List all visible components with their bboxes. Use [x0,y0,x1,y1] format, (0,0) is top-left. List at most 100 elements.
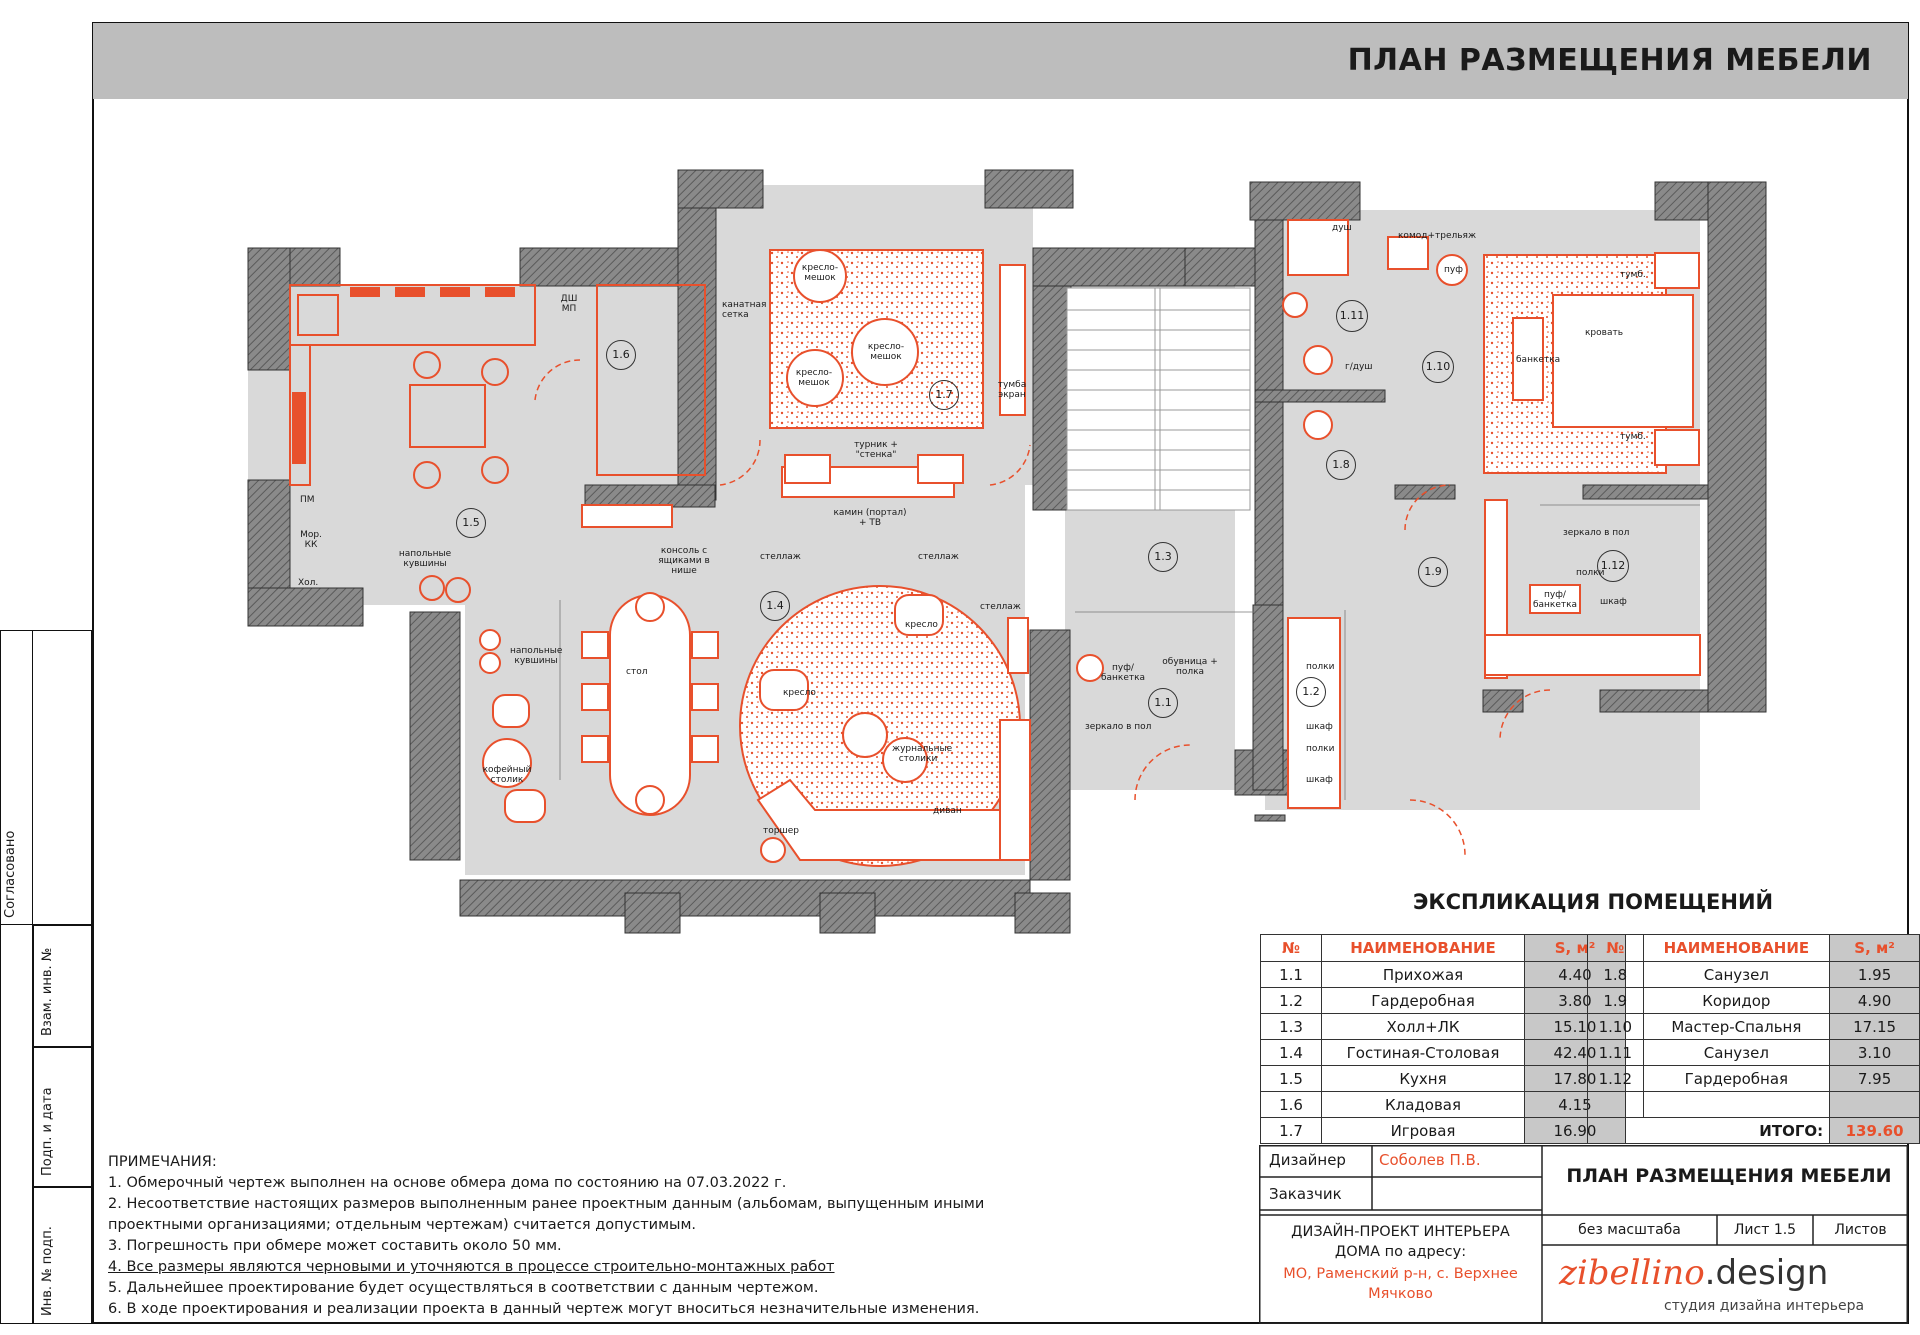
cell-empty [1829,1091,1920,1118]
wall [984,169,1074,209]
brand-suffix: .design [1704,1253,1829,1293]
room-tag-1-9: 1.9 [1418,557,1448,587]
wall [1582,484,1709,500]
cell-no: 1.12 [1587,1065,1644,1092]
cell-empty [1642,1091,1831,1118]
cell-area: 3.10 [1829,1039,1920,1066]
wall [1014,892,1071,934]
pouf [1076,654,1104,682]
wall [459,879,1031,917]
brand-name: zibellino [1559,1253,1705,1293]
cell-no: 1.9 [1587,987,1644,1014]
total-value: 139.60 [1829,1117,1920,1144]
table-label: стол [626,667,648,677]
sofa-label: диван [933,806,962,816]
room-tag-1-4: 1.4 [760,591,790,621]
wall [247,247,291,371]
chair [691,683,719,711]
wardrobe-label-1: шкаф [1306,722,1333,732]
wall [1482,689,1524,713]
wall [677,169,717,501]
pouf-bench [1529,584,1581,614]
chair [481,456,509,484]
wall [247,587,364,627]
cell-area: 17.15 [1829,1013,1920,1040]
bean-bag-label-1: кресло-мешок [801,263,839,283]
shelf-label-1: стеллаж [760,552,801,562]
cell-name: Санузел [1642,1039,1831,1066]
cell-name: Игровая [1321,1117,1525,1144]
bench-label: банкетка [1516,355,1561,365]
sofa-end [999,719,1031,861]
header-bar: ПЛАН РАЗМЕЩЕНИЯ МЕБЕЛИ [93,23,1908,99]
cell-name: Прихожая [1321,961,1525,988]
wardrobe-label-3: шкаф [1600,597,1627,607]
coffee-table-label: кофейный столик [482,765,532,785]
bean-bag [851,318,919,386]
total-row: ИТОГО: 139.60 [1587,1117,1920,1144]
jug [445,577,471,603]
header-no: № [1260,934,1322,962]
cell-area: 7.95 [1829,1065,1920,1092]
chair [413,351,441,379]
wall [1254,814,1286,822]
toilet [1303,410,1333,440]
notes-title: ПРИМЕЧАНИЯ: [108,1154,217,1170]
chair [413,461,441,489]
shelves-label-2: полки [1306,744,1335,754]
title-block-grid [1259,1145,1908,1324]
cell-no: 1.4 [1260,1039,1322,1066]
wall [819,892,876,934]
rope-label: канатная сетка [722,300,766,320]
sheets-count: Листов [1834,1222,1887,1238]
header-area: S, м² [1829,934,1920,962]
chair [691,735,719,763]
chair [581,735,609,763]
cell-name: Коридор [1642,987,1831,1014]
shower-label: душ [1332,223,1352,233]
mirror-floor-label: зеркало в пол [1085,722,1152,732]
address: МО, Раменский р-н, с. Верхнее Мячково [1283,1266,1518,1302]
wardrobe-1-12-bottom [1484,634,1701,676]
wall [1184,247,1256,287]
journal-tables-label: журнальные столики [892,744,953,764]
room-tag-1-7: 1.7 [929,380,959,410]
armchair [759,669,809,711]
shelves-label-1: полки [1306,662,1335,672]
note-item: 3. Погрешность при обмере может составит… [108,1238,562,1254]
table-header-row: № НАИМЕНОВАНИЕ S, м² [1260,934,1626,962]
side-sign-box: Подп. и дата [33,1047,92,1187]
cell-no: 1.2 [1260,987,1322,1014]
bean-bag-label-3: кресло-мешок [795,368,833,388]
bean-bag [793,249,847,303]
cell-name: Кухня [1321,1065,1525,1092]
total-label: ИТОГО: [1643,1117,1831,1144]
dishwasher-label: ДШ МП [560,294,578,314]
wall [1707,181,1767,713]
table-header-row: № НАИМЕНОВАНИЕ S, м² [1587,934,1920,962]
chair [635,592,665,622]
dresser-label: комод+трельяж [1398,231,1477,241]
project-line-1: ДИЗАЙН-ПРОЕКТ ИНТЕРЬЕРА [1291,1224,1510,1240]
wall [1252,604,1284,791]
project-line-2: ДОМА по адресу: [1334,1244,1467,1260]
header-name: НАИМЕНОВАНИЕ [1642,934,1831,962]
room-tag-1-8: 1.8 [1326,450,1356,480]
cell-no: 1.11 [1587,1039,1644,1066]
shelves-label-3: полки [1576,568,1605,578]
wall [677,169,764,209]
kitchen-counter [289,284,536,346]
shelf-label-2: стеллаж [918,552,959,562]
toilet [1303,345,1333,375]
cell-area: 1.95 [1829,961,1920,988]
cell-no: 1.8 [1587,961,1644,988]
bed [1552,294,1694,428]
pouf-bench-label-2: пуф/ банкетка [1532,590,1578,610]
